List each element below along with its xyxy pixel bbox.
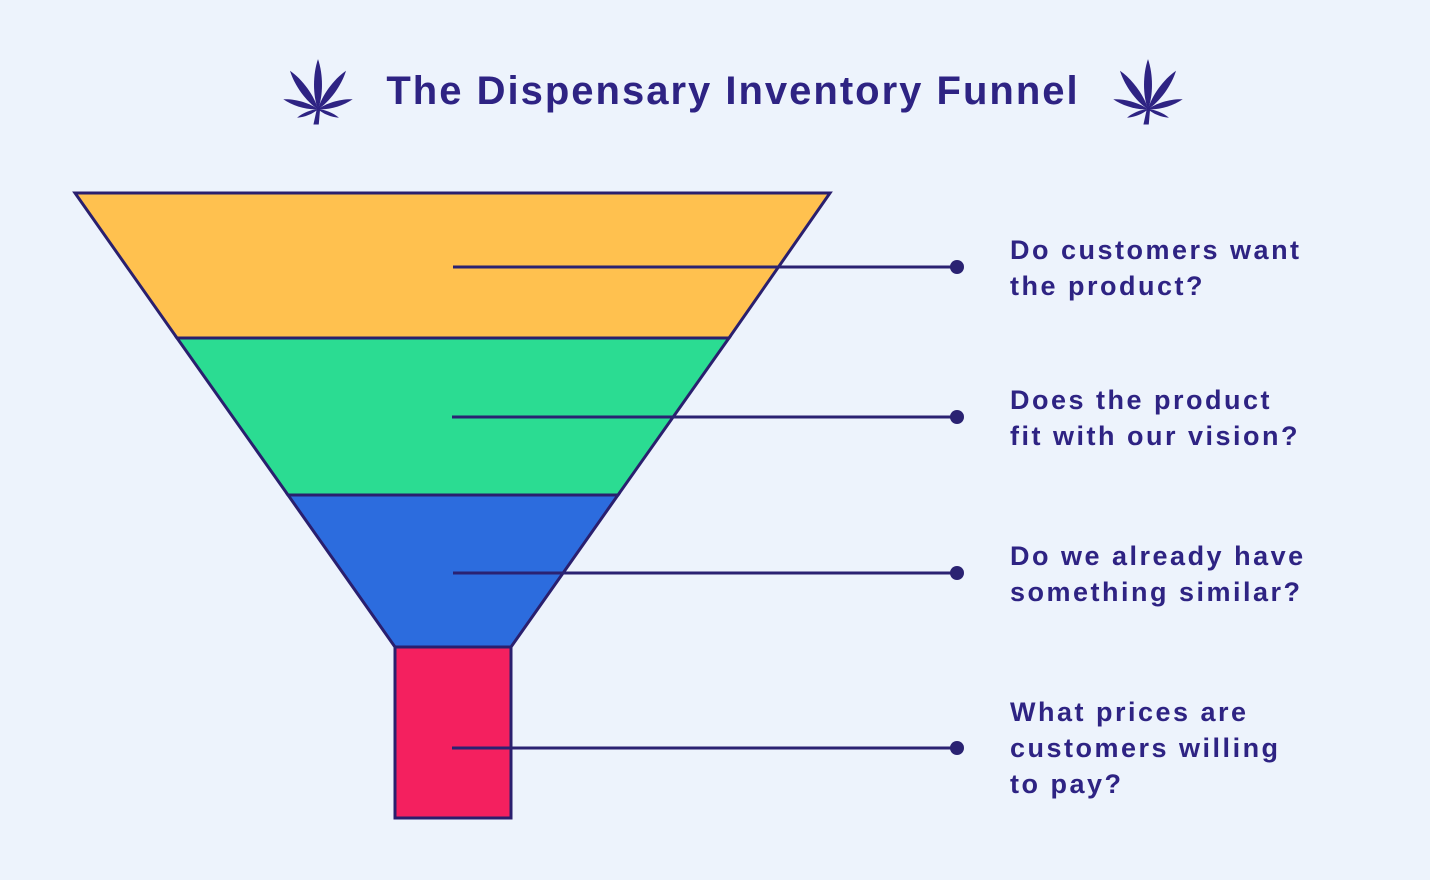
connector-dot-stage-4: [950, 741, 964, 755]
annotation-stage-2: Does the product fit with our vision?: [1010, 382, 1390, 454]
annotation-stage-3: Do we already have something similar?: [1010, 538, 1390, 610]
annotation-text: fit with our vision?: [1010, 421, 1300, 451]
annotation-text: Does the product: [1010, 385, 1273, 415]
cannabis-leaf-icon: [283, 59, 354, 125]
connector-dot-stage-2: [950, 410, 964, 424]
funnel-stage-4-price: [393, 645, 513, 820]
annotation-stage-1: Do customers want the product?: [1010, 232, 1390, 304]
annotation-text: customers willing: [1010, 733, 1281, 763]
annotation-text: the product?: [1010, 271, 1205, 301]
annotation-text: something similar?: [1010, 577, 1303, 607]
page-title: The Dispensary Inventory Funnel: [386, 68, 1080, 113]
connector-dot-stage-3: [950, 566, 964, 580]
annotation-text: What prices are: [1010, 697, 1249, 727]
connector-dot-stage-1: [950, 260, 964, 274]
annotation-text: to pay?: [1010, 769, 1124, 799]
annotation-stage-4: What prices are customers willing to pay…: [1010, 694, 1390, 802]
annotation-text: Do we already have: [1010, 541, 1306, 571]
cannabis-leaf-icon: [1112, 59, 1183, 125]
header: The Dispensary Inventory Funnel: [18, 50, 1430, 132]
annotation-text: Do customers want: [1010, 235, 1302, 265]
funnel-stage-3-overlap: [285, 493, 621, 649]
